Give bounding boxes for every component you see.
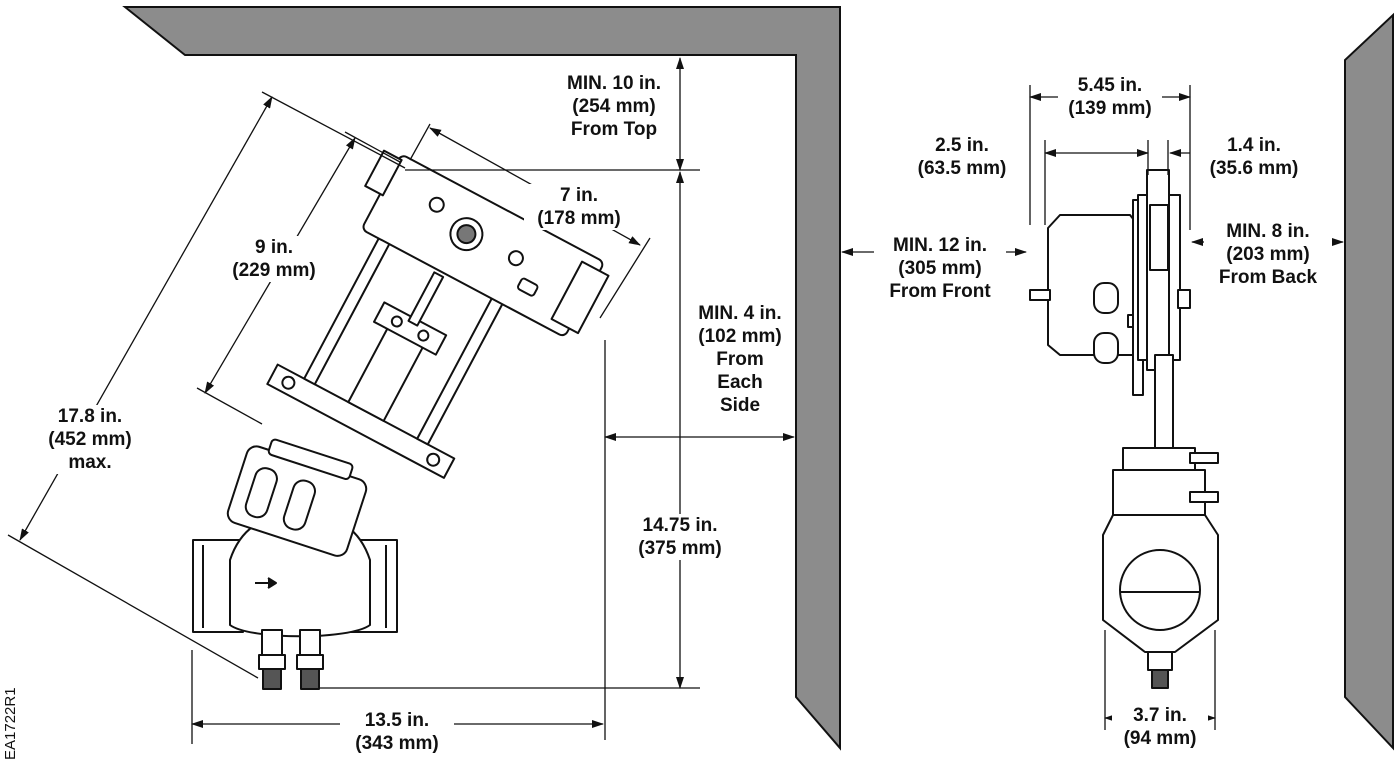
side-valve-assembly (1029, 169, 1219, 689)
min-top-line3: From Top (570, 119, 658, 140)
min-side-line5: Side (719, 395, 761, 416)
body-length-label: 13.5 in. (343 mm) (340, 709, 454, 755)
min-back-line3: From Back (1218, 267, 1318, 288)
side-width-label: 5.45 in. (139 mm) (1058, 74, 1162, 120)
front-offset-line2: (63.5 mm) (917, 158, 1007, 179)
figure-id: EA1722R1 (2, 687, 19, 760)
front-offset-line1: 2.5 in. (935, 135, 989, 156)
min-front-line2: (305 mm) (898, 258, 982, 279)
min-top-label: MIN. 10 in. (254 mm) From Top (556, 72, 672, 141)
body-width-label: 3.7 in. (94 mm) (1112, 704, 1208, 750)
back-offset-line2: (35.6 mm) (1209, 158, 1299, 179)
height-to-wall-line2: (375 mm) (638, 538, 722, 559)
pressure-ports (258, 629, 324, 690)
min-side-line1: MIN. 4 in. (698, 303, 782, 324)
min-side-line4: Each (717, 372, 763, 393)
corner-wall (122, 6, 841, 751)
actuator-height-line2: (229 mm) (232, 260, 316, 281)
min-front-label: MIN. 12 in. (305 mm) From Front (874, 234, 1006, 303)
overall-length-label: 17.8 in. (452 mm) max. (40, 405, 140, 474)
min-top-line2: (254 mm) (572, 96, 656, 117)
overall-length-line3: max. (68, 452, 112, 473)
back-offset-line1: 1.4 in. (1227, 135, 1281, 156)
min-back-line2: (203 mm) (1226, 244, 1310, 265)
actuator-width-label: 7 in. (178 mm) (524, 184, 634, 230)
tilted-valve-assembly (192, 149, 610, 690)
min-back-line1: MIN. 8 in. (1226, 221, 1310, 242)
actuator-height-label: 9 in. (229 mm) (218, 236, 330, 282)
body-width-line1: 3.7 in. (1133, 705, 1187, 726)
body-length-line1: 13.5 in. (364, 710, 430, 731)
min-side-label: MIN. 4 in. (102 mm) From Each Side (686, 302, 794, 417)
height-to-wall-label: 14.75 in. (375 mm) (628, 514, 732, 560)
min-top-line1: MIN. 10 in. (567, 73, 661, 94)
side-width-line2: (139 mm) (1068, 98, 1152, 119)
actuator-width-line2: (178 mm) (537, 208, 621, 229)
actuator-width-line1: 7 in. (559, 185, 598, 206)
body-bonnet (1122, 447, 1196, 471)
actuator-height-line1: 9 in. (254, 237, 293, 258)
body-length-line2: (343 mm) (355, 733, 439, 754)
overall-length-line1: 17.8 in. (57, 406, 123, 427)
back-wall (1344, 12, 1394, 751)
height-to-wall-line1: 14.75 in. (642, 515, 718, 536)
min-side-line2: (102 mm) (698, 326, 782, 347)
min-front-line3: From Front (889, 281, 991, 302)
min-front-line1: MIN. 12 in. (893, 235, 987, 256)
body-width-line2: (94 mm) (1123, 728, 1197, 749)
actuator-housing (1047, 214, 1139, 356)
front-offset-label: 2.5 in. (63.5 mm) (906, 134, 1018, 180)
min-side-line3: From (716, 349, 764, 370)
min-back-label: MIN. 8 in. (203 mm) From Back (1204, 220, 1332, 289)
back-offset-label: 1.4 in. (35.6 mm) (1198, 134, 1310, 180)
side-width-line1: 5.45 in. (1077, 75, 1143, 96)
overall-length-line2: (452 mm) (48, 429, 132, 450)
